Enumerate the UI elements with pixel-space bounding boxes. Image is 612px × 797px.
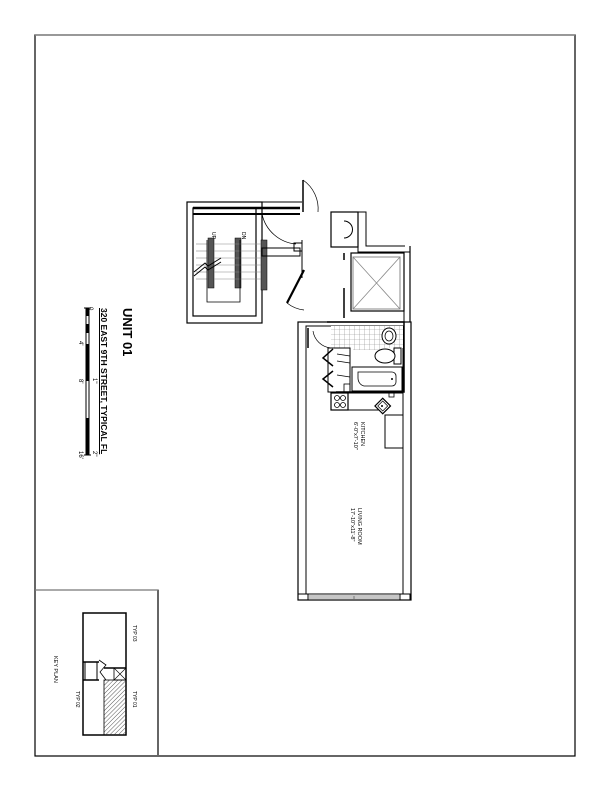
scale-tick-16ft: 16' xyxy=(77,451,83,459)
unit-subtitle: 320 EAST 9TH STREET, TYPICAL FL xyxy=(99,308,109,455)
key-plan-title: KEY PLAN xyxy=(52,656,58,683)
kitchen-dims: 6'-0"x7'-10" xyxy=(352,422,358,450)
key-plan-diagram xyxy=(82,612,127,736)
corridor-doors xyxy=(261,179,319,311)
stair-down-label: DN xyxy=(240,232,246,240)
unit-title: UNIT 01 xyxy=(120,308,135,357)
kitchen-fixtures xyxy=(330,392,404,449)
window xyxy=(308,595,400,600)
living-room-dims: 17'-10"x11'-8" xyxy=(349,508,355,542)
stair-core xyxy=(186,201,302,324)
scale-tick-2in: 2" xyxy=(91,451,97,457)
closets xyxy=(321,347,351,393)
key-plan-typ-01: TYP 01 xyxy=(131,691,137,708)
stair-up-label: UP xyxy=(210,232,216,239)
sheet-border xyxy=(34,34,576,757)
key-plan-typ-03: TYP 03 xyxy=(131,625,137,642)
living-room-label: LIVING ROOM xyxy=(356,508,362,545)
scale-tick-1in: 1" xyxy=(91,378,97,384)
scale-tick-0: 0 xyxy=(87,307,93,311)
scale-tick-8ft: 8' xyxy=(77,379,83,384)
key-plan-typ-02: TYP 02 xyxy=(74,691,80,708)
scale-bar xyxy=(84,307,91,456)
key-plan-box xyxy=(34,589,159,757)
bathroom xyxy=(307,321,405,393)
elevator-and-chute xyxy=(330,211,410,318)
kitchen-label: KITCHEN xyxy=(359,422,365,447)
scale-tick-4ft: 4' xyxy=(77,341,83,346)
